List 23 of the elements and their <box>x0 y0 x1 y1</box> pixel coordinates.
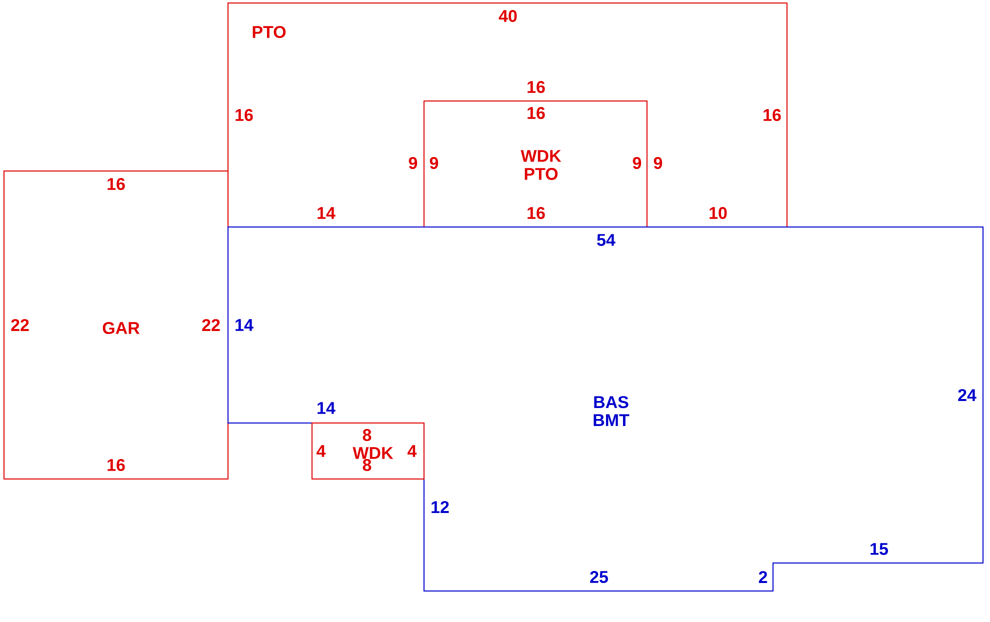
dimension-label: 8 <box>362 428 372 442</box>
dimension-label: 4 <box>408 445 417 457</box>
dimension-label: 14 <box>236 319 254 331</box>
dimension-label: 16 <box>528 106 545 120</box>
dimension-label: 25 <box>590 571 608 584</box>
dimension-label: 4 <box>316 445 326 457</box>
dimension-label: 14 <box>318 402 336 414</box>
dimension-label: 16 <box>764 108 781 122</box>
dimension-label: 54 <box>597 234 616 246</box>
dimension-label: 22 <box>11 319 29 331</box>
dimension-label: 16 <box>108 178 125 190</box>
dimension-label: 16 <box>528 206 545 220</box>
dimension-label: 8 <box>362 458 372 472</box>
dimension-label: 9 <box>632 156 642 170</box>
dimension-label: 22 <box>202 319 220 331</box>
dimension-label: 9 <box>430 156 438 170</box>
dimension-label: 24 <box>958 389 976 401</box>
dimension-label: 15 <box>870 543 888 555</box>
dimension-label: 16 <box>236 108 253 122</box>
dimension-label: 2 <box>758 571 768 583</box>
dimension-label: 16 <box>108 458 125 472</box>
dimension-label: 40 <box>498 10 517 22</box>
dimension-label: 12 <box>432 501 449 513</box>
